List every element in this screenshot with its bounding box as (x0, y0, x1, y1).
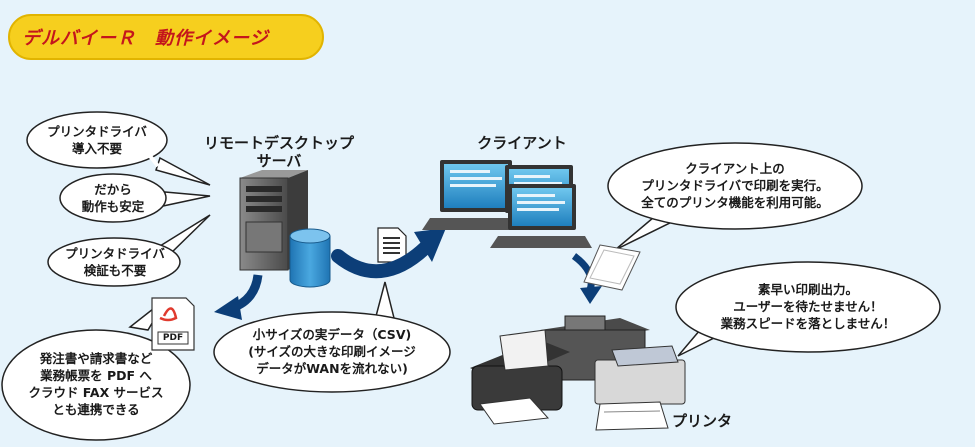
page-title: デルバイーＲ 動作イメージ (22, 28, 269, 49)
bubble-client-print (607, 142, 863, 251)
bubble-fast-text: 素早い印刷出力。 ユーザーを待たせません！ 業務スピードを落としません！ (720, 282, 896, 331)
bubble-fast (675, 261, 941, 357)
printers-icon (470, 315, 686, 431)
pdf-file-icon (151, 297, 195, 351)
paper-sheet-icon (583, 244, 641, 291)
client-computers-icon (422, 160, 592, 248)
bubble-driver-install (26, 111, 211, 186)
bubble-pdf-fax-text: 発注書や請求書など 業務帳票を PDF へ クラウド FAX サービス とも連携… (28, 351, 164, 417)
bubble-driver-install-text: プリンタドライバ 導入不要 (47, 124, 147, 156)
pdf-icon-text: PDF (162, 333, 184, 343)
arrow-server-to-pdf (214, 274, 263, 320)
client-label: クライアント (477, 134, 567, 152)
database-icon (289, 228, 331, 288)
bubble-client-print-text: クライアント上の プリンタドライバで印刷を実行。 全てのプリンタ機能を利用可能。 (641, 161, 829, 210)
bubble-data-text: 小サイズの実データ（CSV) (サイズの大きな印刷イメージ データがWANを流れ… (248, 327, 416, 376)
bubble-verify (47, 214, 211, 287)
server-icon (239, 170, 308, 271)
bubble-verify-text: プリンタドライバ 検証も不要 (65, 246, 165, 278)
printer-label: プリンタ (671, 412, 732, 430)
bubble-stable (59, 173, 211, 223)
document-icon (377, 227, 407, 263)
title-pill (8, 14, 324, 60)
server-label: リモートデスクトップ サーバ (203, 134, 354, 170)
bubble-data (213, 281, 451, 393)
bubble-stable-text: だから 動作も安定 (81, 182, 145, 214)
arrow-server-to-client (331, 228, 446, 279)
